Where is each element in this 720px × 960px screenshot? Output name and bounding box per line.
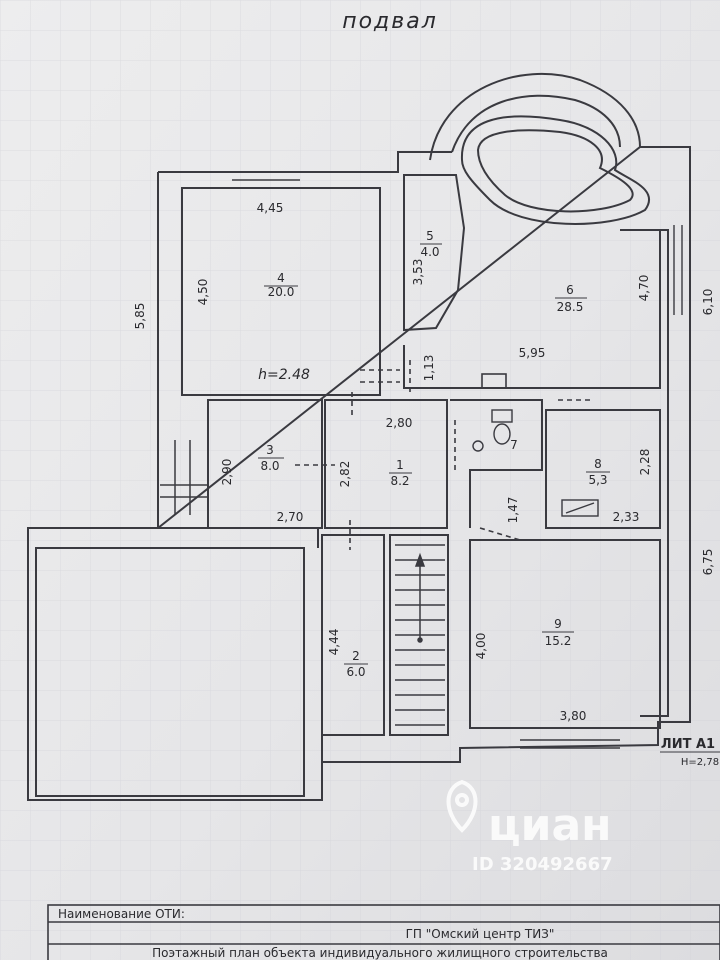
room-5-area: 4.0 (420, 245, 439, 259)
room-6-number: 6 (566, 283, 574, 297)
dim-4-00: 4,00 (474, 633, 488, 660)
dim-5-85: 5,85 (133, 303, 147, 330)
dim-2-28: 2,28 (638, 449, 652, 476)
room-labels: 4 20.0 5 4.0 6 28.5 3 8.0 1 8.2 7 8 5,3 … (258, 229, 610, 679)
room-1-area: 8.2 (390, 474, 409, 488)
dim-3-80: 3,80 (560, 709, 587, 723)
door-marks (295, 360, 590, 550)
watermark-brand: циан (488, 800, 612, 851)
dim-6-75: 6,75 (701, 549, 715, 576)
dim-4-44: 4,44 (327, 629, 341, 656)
room-5-number: 5 (426, 229, 434, 243)
boiler-symbol (561, 499, 599, 517)
dim-2-33: 2,33 (613, 510, 640, 524)
stamp-row2: Поэтажный план объекта индивидуального ж… (152, 946, 608, 960)
dim-4-70: 4,70 (637, 275, 651, 302)
dim-5-95: 5,95 (519, 346, 546, 360)
dim-1-13: 1,13 (422, 355, 436, 382)
room-9-area: 15.2 (545, 634, 572, 648)
height-note: h=2.48 (258, 367, 310, 383)
stair-treads (395, 544, 445, 726)
dim-1-47: 1,47 (506, 497, 520, 524)
dim-2-90: 2,90 (220, 459, 234, 486)
room-9-number: 9 (554, 617, 562, 631)
location-pin-icon (446, 779, 478, 833)
room-7-number: 7 (510, 438, 518, 452)
lit-title: ЛИТ А1 (661, 737, 715, 752)
dim-4-45: 4,45 (257, 201, 284, 215)
dim-2-70: 2,70 (277, 510, 304, 524)
room-3-number: 3 (266, 443, 274, 457)
dim-2-82: 2,82 (338, 461, 352, 488)
dim-6-10: 6,10 (701, 289, 715, 316)
watermark-id: ID 320492667 (472, 854, 613, 875)
room-8-number: 8 (594, 457, 602, 471)
dim-4-50: 4,50 (196, 279, 210, 306)
stair-arrow (414, 552, 426, 643)
bay-window (429, 72, 650, 225)
room-6-area: 28.5 (557, 300, 584, 314)
room-2-area: 6.0 (346, 665, 365, 679)
stamp-row1-label: Наименование ОТИ: (58, 907, 185, 921)
room-3-area: 8.0 (260, 459, 279, 473)
room-4-number: 4 (277, 271, 285, 285)
plan-walls (27, 146, 691, 801)
stamp-row1-org: ГП "Омский центр ТИЗ" (406, 927, 555, 941)
dim-3-53: 3,53 (411, 259, 425, 286)
lit-height: H=2,78 (681, 757, 719, 768)
chimney (481, 373, 507, 389)
room-1-number: 1 (396, 458, 404, 472)
room-2-number: 2 (352, 649, 360, 663)
lit-label: ЛИТ А1 H=2,78 (660, 737, 720, 768)
bathroom-fixtures (472, 409, 513, 452)
stamp-table (47, 904, 720, 960)
watermark: циан ID 320492667 (446, 779, 613, 875)
room-8-area: 5,3 (588, 473, 607, 487)
window-marks (232, 171, 683, 749)
dimension-labels: 4,45 4,50 5,85 3,53 4,70 6,10 5,95 1,13 … (133, 201, 715, 723)
dim-2-80: 2,80 (386, 416, 413, 430)
sheet-title: подвал (342, 9, 438, 34)
room-4-area: 20.0 (268, 285, 295, 299)
entry-steps (160, 440, 208, 515)
